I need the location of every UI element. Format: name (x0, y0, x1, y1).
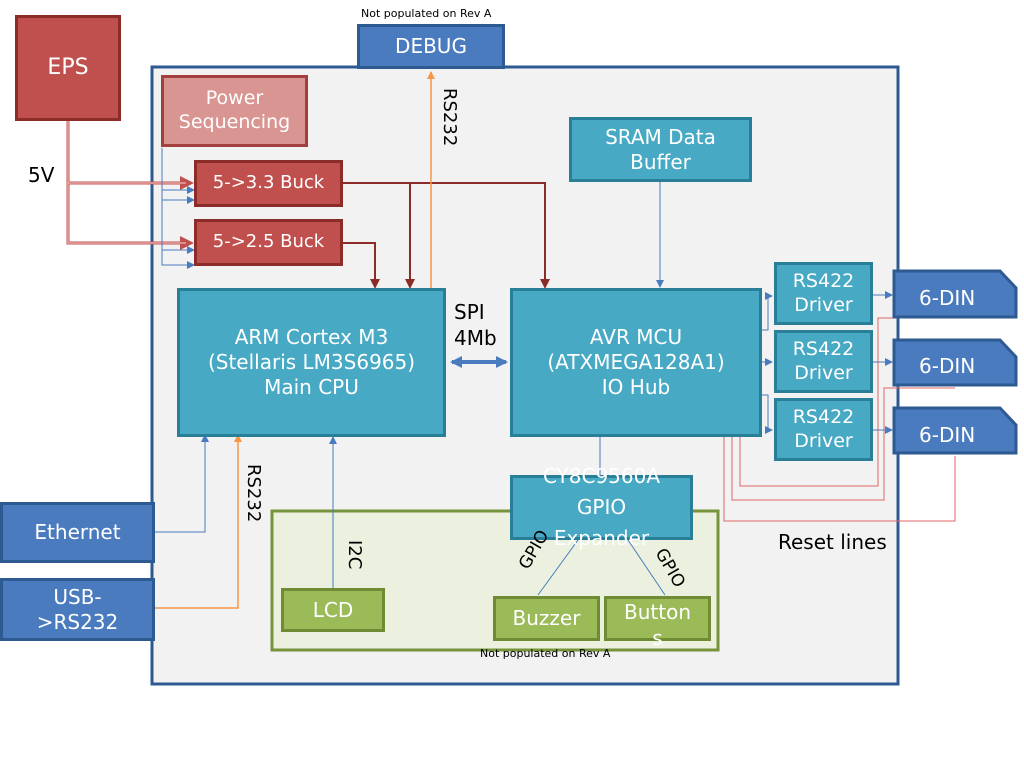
power-lines-inner (67, 120, 186, 244)
sram-box: SRAM Data Buffer (569, 117, 752, 182)
din-connector-1: 6-DIN (919, 286, 976, 310)
din-connector-3: 6-DIN (919, 423, 976, 447)
usb-rs232-box: USB- >RS232 (0, 578, 155, 641)
din-lines (872, 291, 893, 434)
avr-mcu-box: AVR MCU (ATXMEGA128A1) IO Hub (510, 288, 762, 437)
arm-cpu-box: ARM Cortex M3 (Stellaris LM3S6965) Main … (177, 288, 446, 437)
din-connector-shapes (892, 269, 1018, 455)
rs232-top-label: RS232 (439, 88, 460, 147)
rs422-driver-3: RS422 Driver (774, 398, 873, 461)
rs422-fanout-lines (762, 292, 773, 434)
buck-33-box: 5->3.3 Buck (194, 160, 343, 207)
ethernet-line (155, 434, 209, 533)
reset-lines-label: Reset lines (778, 530, 887, 554)
usb-rs232-line (155, 434, 242, 609)
buttons-label: Button s (624, 600, 691, 650)
buttons-box: Button s (604, 596, 711, 650)
rs232-left-label: RS232 (243, 464, 264, 523)
buck-output-lines (342, 182, 550, 289)
bottom-note: Not populated on Rev A (480, 647, 611, 660)
gpio-buzzer-line (537, 539, 579, 596)
sequencing-lines (161, 148, 195, 269)
buck-25-box: 5->2.5 Buck (194, 219, 343, 266)
eps-box: EPS (15, 15, 121, 121)
gpio-buttons-line (627, 539, 666, 596)
gpio-expander-label: CY8C9560A GPIO Expander (542, 464, 661, 550)
spi-label: SPI 4Mb (454, 300, 497, 350)
lcd-box: LCD (281, 588, 385, 632)
gpio-expander-box: CY8C9560A GPIO Expander (510, 464, 693, 550)
debug-box: DEBUG (357, 24, 505, 69)
rs422-driver-1: RS422 Driver (774, 262, 873, 325)
din-connector-2: 6-DIN (919, 354, 976, 378)
buzzer-box: Buzzer (493, 596, 600, 641)
voltage-5v-label: 5V (28, 163, 55, 187)
i2c-label: I2C (344, 540, 365, 570)
top-note: Not populated on Rev A (361, 7, 492, 20)
ethernet-box: Ethernet (0, 502, 155, 563)
power-sequencing-box: Power Sequencing (161, 75, 308, 147)
rs422-driver-2: RS422 Driver (774, 330, 873, 393)
